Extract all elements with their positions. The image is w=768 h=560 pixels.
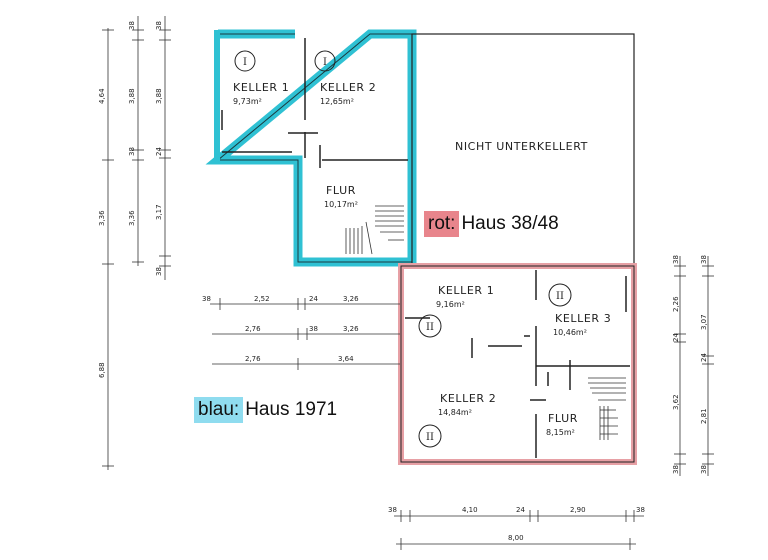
dim-left1-b: 3,36 (98, 210, 106, 226)
blue-house-stairs (345, 205, 404, 255)
legend-rot-value: Haus 38/48 (461, 213, 559, 234)
dim-mid2-c: 3,26 (343, 325, 359, 333)
lower-flur-name: FLUR (548, 412, 578, 425)
red-house-stairs (588, 377, 626, 440)
dim-right1-c: 24 (672, 333, 680, 342)
legend-rot: rot: Haus 38/48 (424, 211, 559, 237)
dim-left3-e: 38 (155, 267, 163, 276)
bottom-dimension-chains (394, 510, 644, 550)
upper-keller2-marker (314, 50, 336, 72)
dim-mid1-a: 38 (202, 295, 211, 303)
dim-right1-b: 2,26 (672, 296, 680, 312)
red-house-outline (398, 263, 637, 465)
upper-keller1-roman: I (243, 57, 247, 68)
dim-right2-a: 38 (700, 255, 708, 264)
upper-keller1-area: 9,73m² (233, 97, 262, 106)
lower-keller2-name: KELLER 2 (440, 392, 496, 405)
dim-mid2-b: 38 (309, 325, 318, 333)
dim-left2-c: 38 (128, 147, 136, 156)
lower-keller3-marker (548, 283, 572, 307)
lower-keller1-marker (418, 314, 442, 338)
legend-blau: blau: Haus 1971 (194, 397, 337, 423)
blue-house-inner-walls (221, 38, 408, 168)
dim-bottom1-a: 38 (388, 506, 397, 514)
dim-left3-d: 3,17 (155, 204, 163, 220)
dim-right2-d: 2,81 (700, 408, 708, 424)
dim-mid1-c: 24 (309, 295, 318, 303)
lower-keller2-area: 14,84m² (438, 408, 472, 417)
lower-keller3-name: KELLER 3 (555, 312, 611, 325)
dim-mid3-a: 2,76 (245, 355, 261, 363)
dim-left2-b: 3,88 (128, 88, 136, 104)
dim-mid1-d: 3,26 (343, 295, 359, 303)
upper-keller2-roman: I (323, 57, 327, 68)
lower-keller1-roman: II (426, 322, 434, 333)
dim-right1-d: 3,62 (672, 394, 680, 410)
middle-dimension-chains (210, 298, 400, 370)
dim-mid3-b: 3,64 (338, 355, 354, 363)
dim-bottom1-c: 24 (516, 506, 525, 514)
upper-flur-area: 10,17m² (324, 200, 358, 209)
upper-flur-name: FLUR (326, 184, 356, 197)
dim-bottom2-a: 8,00 (508, 534, 524, 542)
left-dimension-chains (102, 16, 171, 470)
legend-blau-key: blau: (194, 397, 244, 423)
dim-mid2-a: 2,76 (245, 325, 261, 333)
dim-right1-a: 38 (672, 255, 680, 264)
right-dimension-chains (674, 256, 714, 476)
dim-left1-c: 6,88 (98, 362, 106, 378)
dim-left3-b: 3,88 (155, 88, 163, 104)
legend-rot-key: rot: (424, 211, 460, 237)
lower-keller2-roman: II (426, 432, 434, 443)
upper-keller1-marker (234, 50, 256, 72)
red-house-inner-walls (405, 270, 630, 458)
dim-left1-a: 4,64 (98, 88, 106, 104)
dim-left3-c: 24 (155, 147, 163, 156)
lower-flur-area: 8,15m² (546, 428, 575, 437)
dim-bottom1-e: 38 (636, 506, 645, 514)
upper-keller2-name: KELLER 2 (320, 81, 376, 94)
lower-keller2-marker (418, 424, 442, 448)
dim-mid1-b: 2,52 (254, 295, 270, 303)
upper-keller1-name: KELLER 1 (233, 81, 289, 94)
lower-keller3-area: 10,46m² (553, 328, 587, 337)
dim-bottom1-d: 2,90 (570, 506, 586, 514)
dim-right2-e: 38 (700, 465, 708, 474)
lower-keller1-area: 9,16m² (436, 300, 465, 309)
upper-keller2-area: 12,65m² (320, 97, 354, 106)
dim-right1-e: 38 (672, 465, 680, 474)
dim-right2-b: 3,07 (700, 314, 708, 330)
nicht-unterkellert-label: NICHT UNTERKELLERT (455, 140, 588, 153)
legend-blau-value: Haus 1971 (245, 399, 338, 420)
lower-keller3-roman: II (556, 291, 564, 302)
dim-left2-a: 38 (128, 21, 136, 30)
dim-bottom1-b: 4,10 (462, 506, 478, 514)
dim-right2-c: 24 (700, 353, 708, 362)
dim-left2-d: 3,36 (128, 210, 136, 226)
lower-keller1-name: KELLER 1 (438, 284, 494, 297)
dim-left3-a: 38 (155, 21, 163, 30)
